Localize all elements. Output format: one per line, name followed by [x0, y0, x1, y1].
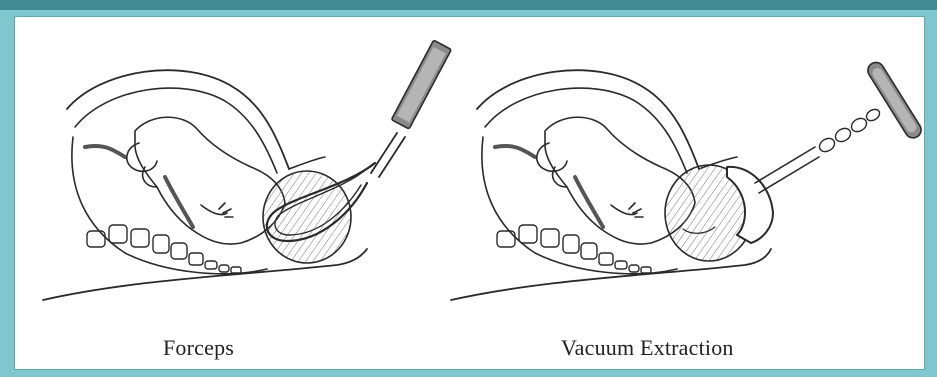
forceps-handle: [391, 40, 451, 129]
spine-vertebrae: [87, 225, 241, 273]
caption-forceps: Forceps: [163, 335, 234, 361]
forceps-illustration: [43, 40, 451, 300]
spine-vertebrae: [497, 225, 651, 273]
slide-top-bar: [0, 0, 937, 10]
caption-vacuum-extraction: Vacuum Extraction: [561, 335, 734, 361]
vacuum-handle: [865, 59, 924, 140]
umbilical-cord: [495, 146, 603, 227]
vacuum-beads: [817, 107, 882, 154]
vacuum-extraction-illustration: [451, 59, 924, 300]
illustration-panel: Forceps Vacuum Extraction: [14, 16, 925, 370]
umbilical-cord: [85, 146, 193, 227]
fetus-body: [135, 117, 285, 244]
